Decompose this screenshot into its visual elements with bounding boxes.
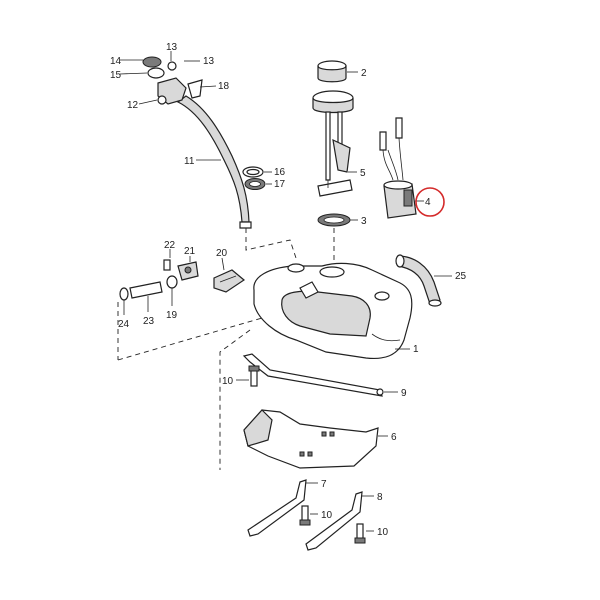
svg-text:21: 21	[184, 246, 196, 257]
svg-text:3: 3	[361, 216, 367, 227]
vent-hose-25[interactable]	[395, 254, 442, 307]
tank-strap-9[interactable]	[242, 353, 384, 397]
locking-ring-2[interactable]	[317, 60, 347, 83]
svg-text:24: 24	[118, 319, 130, 330]
label-2: 2	[347, 68, 367, 79]
label-25: 25	[434, 271, 467, 282]
svg-text:20: 20	[216, 248, 228, 259]
label-16: 16	[264, 167, 286, 178]
bolt-22[interactable]	[163, 259, 171, 271]
svg-text:7: 7	[321, 479, 327, 490]
svg-text:18: 18	[218, 81, 230, 92]
heat-shield-6[interactable]	[243, 409, 379, 469]
svg-text:15: 15	[110, 70, 122, 81]
label-24: 24	[118, 300, 130, 330]
seal-3[interactable]	[317, 213, 351, 227]
label-9: 9	[384, 388, 407, 399]
fuel-pump-4[interactable]	[379, 117, 417, 219]
svg-text:25: 25	[455, 271, 467, 282]
label-11: 11	[184, 156, 221, 167]
svg-text:22: 22	[164, 240, 176, 251]
svg-text:19: 19	[166, 310, 178, 321]
svg-text:9: 9	[401, 388, 407, 399]
label-10-lower: 10	[366, 527, 389, 538]
svg-text:23: 23	[143, 316, 155, 327]
svg-text:4: 4	[425, 197, 431, 208]
svg-text:12: 12	[127, 100, 139, 111]
fuel-tank-1[interactable]	[253, 262, 413, 360]
bracket-20[interactable]	[213, 269, 246, 293]
svg-text:5: 5	[360, 168, 366, 179]
assembly-dashed-lines	[117, 228, 335, 470]
label-22: 22	[164, 240, 176, 258]
label-3: 3	[350, 216, 367, 227]
label-18: 18	[199, 81, 230, 92]
label-13-upper: 13	[166, 42, 178, 61]
label-8: 8	[362, 492, 383, 503]
svg-text:13: 13	[166, 42, 178, 53]
label-20: 20	[216, 248, 228, 271]
svg-text:10: 10	[377, 527, 389, 538]
svg-text:14: 14	[110, 56, 122, 67]
label-12: 12	[127, 99, 158, 111]
svg-text:16: 16	[274, 167, 286, 178]
label-21: 21	[184, 246, 196, 262]
svg-text:11: 11	[184, 156, 195, 167]
clamp-19[interactable]	[166, 275, 178, 289]
label-13-right: 13	[184, 56, 215, 67]
svg-text:17: 17	[274, 179, 286, 190]
filler-neck-tube[interactable]	[176, 95, 252, 229]
label-10-middle: 10	[310, 510, 333, 521]
label-1: 1	[395, 344, 419, 355]
seal-ring-16[interactable]	[242, 166, 264, 178]
svg-text:6: 6	[391, 432, 397, 443]
label-6: 6	[378, 432, 397, 443]
strap-7[interactable]	[247, 479, 307, 537]
highlight-circle-part-4	[415, 187, 445, 217]
svg-text:8: 8	[377, 492, 383, 503]
label-23: 23	[143, 296, 155, 327]
hose-23[interactable]	[129, 281, 163, 299]
label-10-upper: 10	[222, 376, 249, 387]
bolt-10-middle[interactable]	[299, 505, 311, 526]
bolt-10-upper[interactable]	[248, 365, 260, 387]
svg-text:13: 13	[203, 56, 215, 67]
label-5: 5	[348, 168, 366, 179]
bolt-10-lower[interactable]	[354, 523, 366, 544]
svg-text:10: 10	[222, 376, 234, 387]
svg-text:1: 1	[413, 344, 419, 355]
strap-8[interactable]	[305, 491, 363, 551]
label-14: 14	[110, 56, 143, 67]
valve-21[interactable]	[177, 261, 199, 281]
fuel-level-sender-5[interactable]	[312, 90, 354, 197]
svg-text:10: 10	[321, 510, 333, 521]
label-7: 7	[306, 479, 327, 490]
svg-text:2: 2	[361, 68, 367, 79]
hose-clamp-24[interactable]	[119, 287, 129, 301]
label-15: 15	[110, 70, 148, 81]
label-17: 17	[266, 179, 286, 190]
seal-ring-17[interactable]	[244, 178, 266, 190]
label-19: 19	[166, 288, 178, 321]
filler-cap-assembly[interactable]	[142, 56, 203, 105]
